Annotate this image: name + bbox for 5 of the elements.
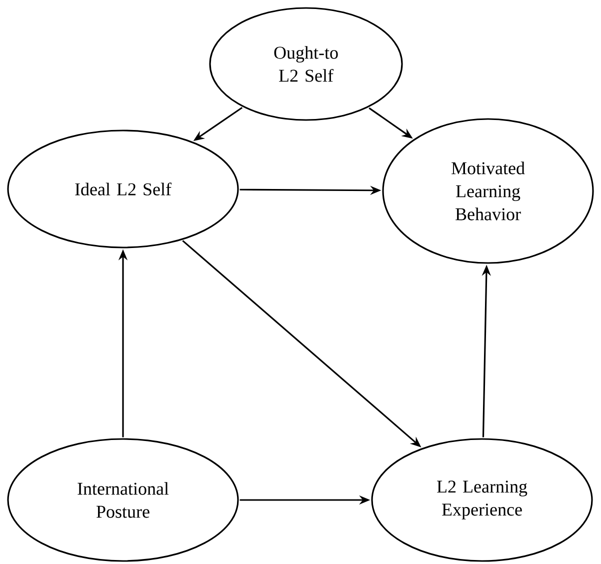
ellipse-node: International Posture [7, 438, 239, 562]
ellipse-node: Ought-to L2 Self [209, 7, 403, 121]
ellipse-node: Ideal L2 Self [7, 130, 239, 248]
ellipse-node: Motivated Learning Behavior [382, 118, 594, 264]
ellipse-node: L2 Learning Experience [371, 438, 593, 562]
